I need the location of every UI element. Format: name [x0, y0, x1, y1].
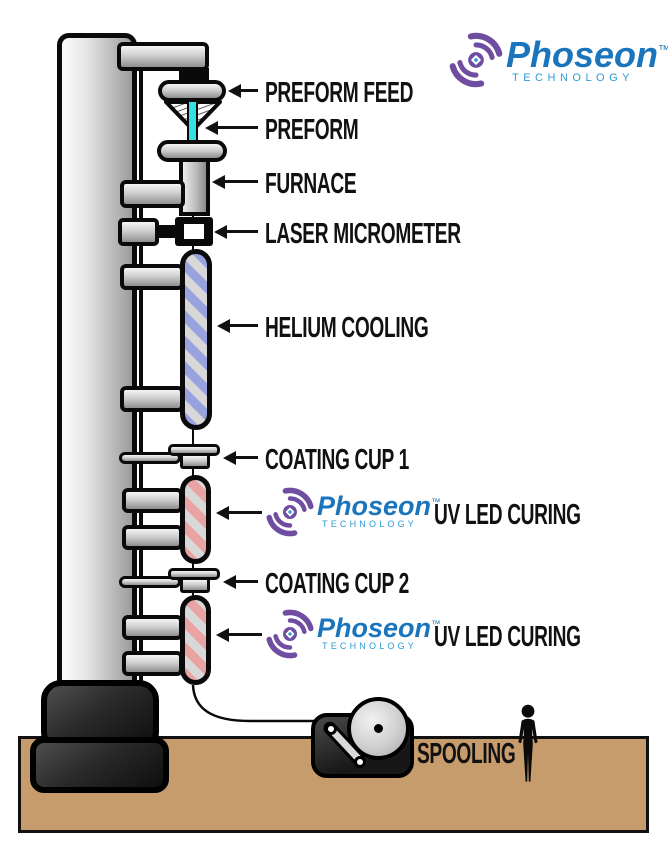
label-helium-cooling: HELIUM COOLING — [265, 312, 429, 344]
phoseon-wordmark: Phoseon™ — [506, 37, 668, 73]
arrow-uv-led-curing-2 — [216, 627, 262, 642]
fiber-segment-4 — [192, 562, 194, 572]
phoseon-name: Phoseon — [317, 613, 432, 643]
coating-cup-2-cylinder — [180, 577, 210, 593]
spool-hub — [374, 724, 383, 733]
arrow-coating-cup-1 — [223, 450, 258, 465]
tower-column — [57, 33, 137, 693]
coating-cup-1-cylinder — [180, 453, 210, 469]
uv2-arm-upper — [122, 615, 183, 640]
phoseon-technology-text: TECHNOLOGY — [512, 72, 635, 84]
arrow-helium-cooling — [217, 318, 258, 333]
helium-arm-lower — [120, 386, 184, 412]
phoseon-wordmark: Phoseon™ — [317, 615, 440, 642]
label-laser-micrometer: LASER MICROMETER — [265, 218, 461, 250]
laser-mount-block — [118, 218, 159, 246]
phoseon-swirl-icon — [265, 487, 315, 537]
phoseon-name: Phoseon — [506, 34, 659, 75]
label-spooling: SPOOLING — [417, 738, 516, 770]
helium-cooling-tube — [180, 249, 212, 430]
top-arm — [117, 42, 209, 71]
brand-logo-top: Phoseon™ TECHNOLOGY — [448, 32, 668, 92]
phoseon-name: Phoseon — [317, 491, 432, 521]
label-uv-led-curing-1: UV LED CURING — [434, 499, 581, 531]
arrow-laser-micrometer — [214, 224, 258, 239]
uv1-arm-upper — [122, 488, 183, 513]
trademark-symbol: ™ — [431, 619, 441, 630]
phoseon-swirl-icon — [265, 609, 315, 659]
brand-logo-uv2: Phoseon™ TECHNOLOGY — [265, 609, 440, 661]
label-coating-cup-1: COATING CUP 1 — [265, 444, 409, 476]
phoseon-technology-text: TECHNOLOGY — [322, 641, 418, 651]
phoseon-technology-text: TECHNOLOGY — [322, 519, 418, 529]
spool-disc — [347, 697, 410, 760]
laser-link — [155, 225, 179, 238]
label-furnace: FURNACE — [265, 168, 357, 200]
arrow-furnace — [212, 174, 258, 189]
helium-arm-upper — [120, 264, 184, 290]
trademark-symbol: ™ — [431, 497, 441, 508]
fiber-segment-2 — [192, 428, 194, 448]
label-uv-led-curing-2: UV LED CURING — [434, 621, 581, 653]
tower-base-lower — [30, 737, 169, 793]
drawn-fiber-curve — [191, 684, 316, 723]
spooler-crank-pin-top — [325, 723, 337, 735]
uv1-arm-lower — [122, 525, 183, 550]
uv2-arm-lower — [122, 651, 183, 676]
label-preform-feed: PREFORM FEED — [265, 77, 414, 109]
coating-cup-1-arm — [119, 452, 181, 464]
fiber-segment-5 — [192, 590, 194, 598]
uv-curing-lamp-2 — [180, 595, 211, 685]
arrow-preform — [205, 120, 258, 135]
label-coating-cup-2: COATING CUP 2 — [265, 568, 409, 600]
fiber-segment-3 — [192, 466, 194, 478]
label-preform: PREFORM — [265, 114, 359, 146]
phoseon-wordmark: Phoseon™ — [317, 493, 440, 520]
furnace-arm — [120, 180, 185, 208]
tower-rail — [139, 58, 143, 695]
preform-feed-capsule — [158, 80, 226, 102]
spooler-crank-pin-bottom — [354, 756, 366, 768]
arrow-preform-feed — [228, 83, 258, 98]
uv-curing-lamp-1 — [180, 475, 211, 564]
arrow-coating-cup-2 — [223, 574, 258, 589]
arrow-uv-led-curing-1 — [216, 505, 262, 520]
laser-window — [184, 224, 204, 239]
trademark-symbol: ™ — [658, 43, 668, 57]
coating-cup-2-arm — [119, 576, 181, 588]
phoseon-swirl-icon — [448, 32, 504, 88]
brand-logo-uv1: Phoseon™ TECHNOLOGY — [265, 487, 440, 539]
